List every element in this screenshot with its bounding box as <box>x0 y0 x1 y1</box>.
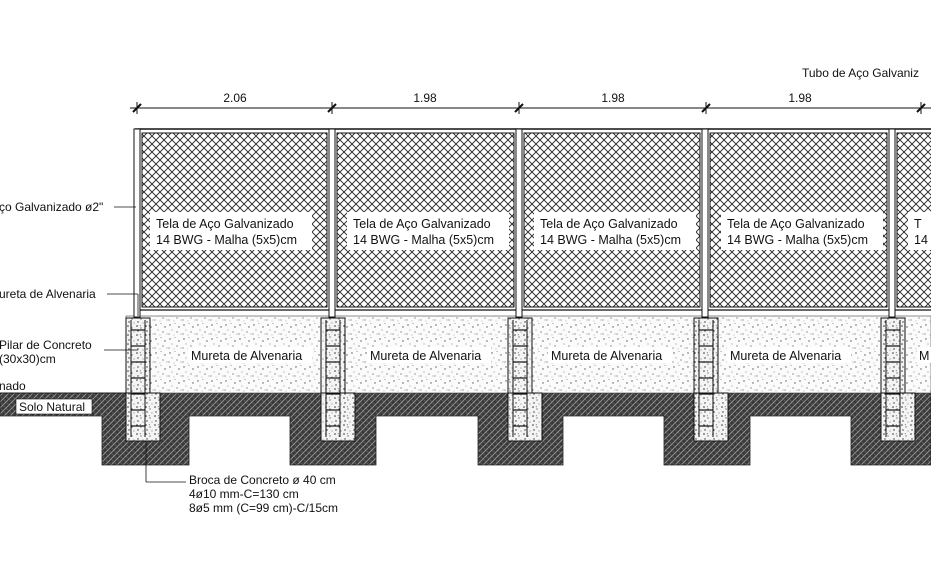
svg-text:Mureta de Alvenaria: Mureta de Alvenaria <box>191 349 302 363</box>
svg-text:14 BWG - Malha (5x5)cm: 14 BWG - Malha (5x5)cm <box>540 233 681 247</box>
panel-label-3: Tela de Aço Galvanizado 14 BWG - Malha (… <box>534 212 696 250</box>
svg-text:Solo Natural: Solo Natural <box>19 400 85 414</box>
panel-label-5: T 14 <box>908 212 931 250</box>
svg-text:14 BWG - Malha (5x5)cm: 14 BWG - Malha (5x5)cm <box>727 233 868 247</box>
broca-label-1: Broca de Concreto ø 40 cm <box>189 473 336 487</box>
mureta-label-3: Mureta de Alvenaria <box>548 347 672 363</box>
svg-text:Tela de Aço Galvanizado: Tela de Aço Galvanizado <box>727 217 865 231</box>
dimension-3: 1.98 <box>601 91 625 105</box>
mureta-label-2: Mureta de Alvenaria <box>367 347 491 363</box>
panel-label-2: Tela de Aço Galvanizado 14 BWG - Malha (… <box>347 212 509 250</box>
steel-post <box>515 128 523 318</box>
left-mureta-label: ureta de Alvenaria <box>0 287 96 301</box>
concrete-column <box>507 317 543 442</box>
svg-text:Tela de Aço Galvanizado: Tela de Aço Galvanizado <box>353 217 491 231</box>
concrete-column <box>125 317 161 442</box>
steel-post <box>701 128 709 318</box>
dimension-tick-mark <box>916 103 926 113</box>
solo-natural-label: Solo Natural <box>15 398 93 415</box>
svg-text:Mureta de Alvenaria: Mureta de Alvenaria <box>551 349 662 363</box>
broca-label-2: 4ø10 mm-C=130 cm <box>189 487 299 501</box>
svg-text:14 BWG - Malha (5x5)cm: 14 BWG - Malha (5x5)cm <box>353 233 494 247</box>
steel-post <box>328 128 336 318</box>
svg-text:14 BWG - Malha (5x5)cm: 14 BWG - Malha (5x5)cm <box>156 233 297 247</box>
mureta-label-4: Mureta de Alvenaria <box>727 347 851 363</box>
dimension-2: 1.98 <box>413 91 437 105</box>
svg-text:M: M <box>919 349 929 363</box>
svg-text:T: T <box>914 217 922 231</box>
svg-text:Tela de Aço Galvanizado: Tela de Aço Galvanizado <box>540 217 678 231</box>
concrete-column <box>693 317 729 442</box>
svg-text:Mureta de Alvenaria: Mureta de Alvenaria <box>370 349 481 363</box>
panel-label-4: Tela de Aço Galvanizado 14 BWG - Malha (… <box>721 212 883 250</box>
left-pilar-label-1: Pilar de Concreto <box>0 338 92 352</box>
left-pilar-label-2: (30x30)cm <box>0 352 56 366</box>
dimension-tick-mark <box>514 103 524 113</box>
dimension-tick-mark <box>132 103 142 113</box>
dimension-1: 2.06 <box>223 91 247 105</box>
concrete-columns <box>125 317 916 442</box>
svg-text:Tela de Aço Galvanizado: Tela de Aço Galvanizado <box>156 217 294 231</box>
dimension-tick-mark <box>701 103 711 113</box>
steel-post <box>888 128 896 318</box>
top-pipe-label: Tubo de Aço Galvaniz <box>802 66 919 80</box>
broca-label-3: 8ø5 mm (C=99 cm)-C/15cm <box>189 501 338 515</box>
dimension-4: 1.98 <box>788 91 812 105</box>
concrete-column <box>880 317 916 442</box>
dimension-line <box>130 102 931 114</box>
svg-text:Mureta de Alvenaria: Mureta de Alvenaria <box>730 349 841 363</box>
left-pipe-label: ço Galvanizado ø2" <box>0 200 103 214</box>
svg-text:14: 14 <box>914 233 928 247</box>
dimension-tick-mark <box>327 103 337 113</box>
left-aterro-label: nado <box>0 379 26 393</box>
concrete-column <box>320 317 356 442</box>
mureta-label-1: Mureta de Alvenaria <box>188 347 312 363</box>
panel-label-1: Tela de Aço Galvanizado 14 BWG - Malha (… <box>150 212 312 250</box>
steel-post <box>133 128 141 318</box>
mureta-label-5: M <box>917 347 931 363</box>
